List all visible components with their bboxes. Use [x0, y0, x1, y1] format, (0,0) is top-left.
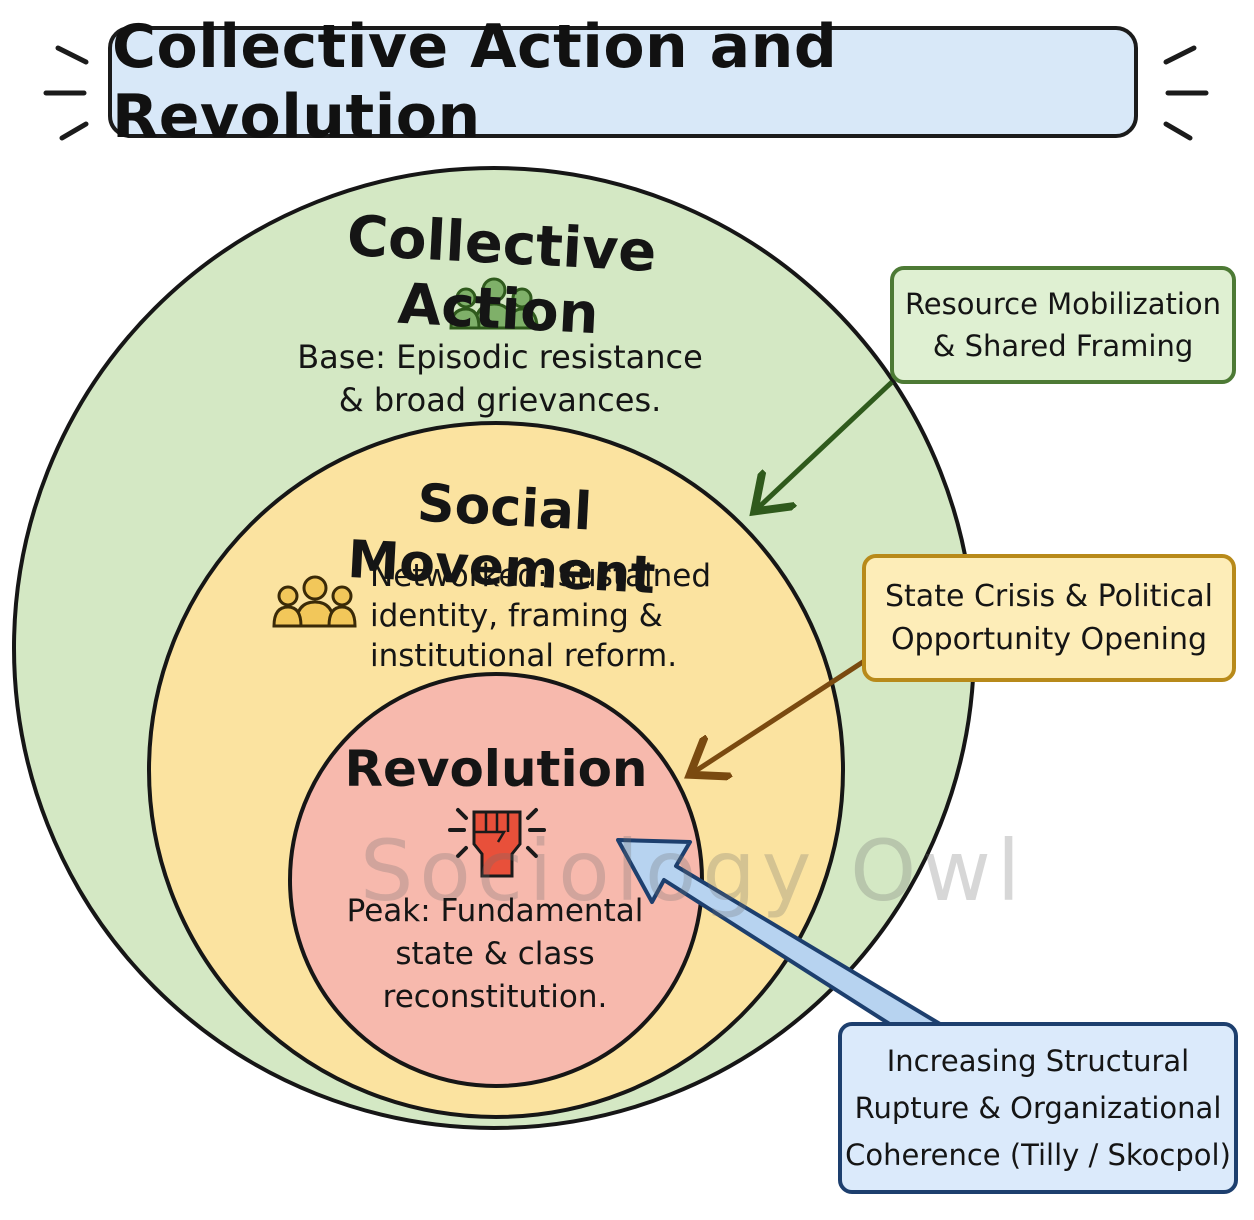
- people-group-icon: [449, 277, 539, 330]
- state-box-line: State Crisis & Political: [885, 579, 1213, 614]
- watermark: Sociology Owl: [360, 822, 1027, 920]
- revolution-line: reconstitution.: [382, 979, 608, 1015]
- revolution-line: state & class: [395, 936, 595, 972]
- structural-box-line: Increasing Structural: [886, 1043, 1190, 1078]
- resource-box-line: & Shared Framing: [932, 329, 1194, 363]
- collective-action-line: & broad grievances.: [338, 381, 662, 419]
- state-box-line: Opportunity Opening: [890, 622, 1208, 657]
- page-title: Collective Action and Revolution: [112, 12, 838, 152]
- arrow-state-to-revolution: [694, 657, 868, 772]
- social-movement-description: Networked: Sustained identity, framing &…: [370, 556, 730, 676]
- social-movement-line: Networked: Sustained: [370, 558, 712, 594]
- structural-box-line: Coherence (Tilly / Skocpol): [845, 1137, 1231, 1172]
- raised-fist-icon: [448, 808, 546, 878]
- collective-action-description: Base: Episodic resistance & broad grieva…: [250, 336, 750, 422]
- revolution-description: Peak: Fundamental state & class reconsti…: [320, 890, 670, 1019]
- resource-mobilization-box: Resource Mobilization & Shared Framing: [890, 266, 1236, 384]
- revolution-title: Revolution: [344, 740, 648, 798]
- collective-action-title: Collective Action: [345, 203, 658, 348]
- revolution-line: Peak: Fundamental: [346, 893, 644, 929]
- arrow-resource-to-movement: [758, 380, 894, 508]
- structural-box-line: Rupture & Organizational: [854, 1090, 1222, 1125]
- collective-action-line: Base: Episodic resistance: [297, 338, 703, 376]
- state-crisis-box: State Crisis & Political Opportunity Ope…: [862, 554, 1236, 682]
- title-decoration-right: [1163, 45, 1209, 141]
- title-decoration-left: [43, 45, 89, 141]
- resource-box-line: Resource Mobilization: [904, 287, 1222, 321]
- arrow-structural-to-revolution: [616, 838, 942, 1048]
- people-group-icon: [272, 575, 357, 628]
- social-movement-line: identity, framing &: [370, 598, 663, 634]
- structural-rupture-box: Increasing Structural Rupture & Organiza…: [838, 1022, 1238, 1194]
- social-movement-line: institutional reform.: [370, 638, 678, 674]
- title-banner: Collective Action and Revolution: [108, 12, 1138, 152]
